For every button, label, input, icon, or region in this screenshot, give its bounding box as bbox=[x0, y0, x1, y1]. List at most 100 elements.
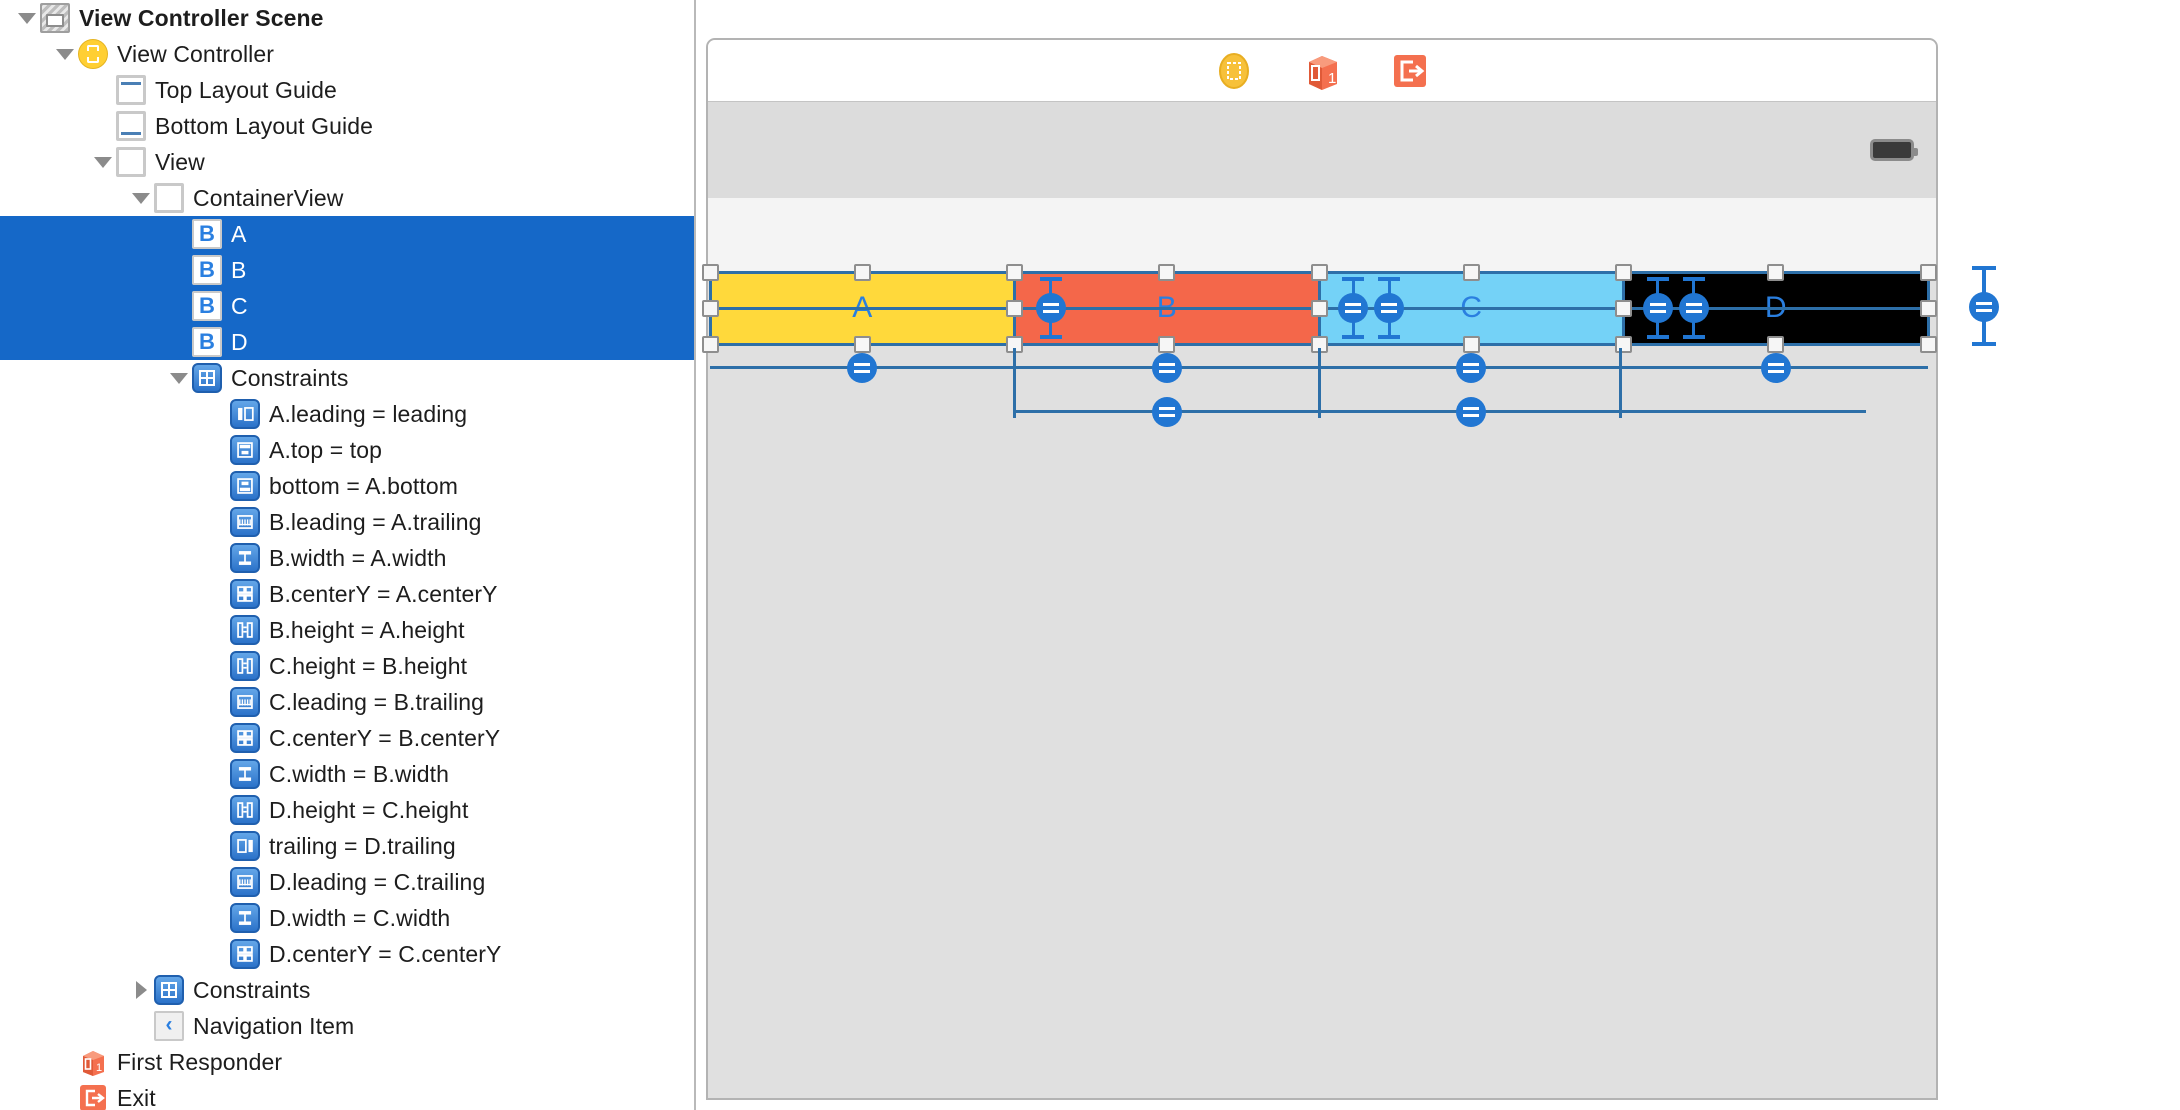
constraint-align-centery-icon bbox=[230, 939, 260, 969]
equal-constraint-badge[interactable] bbox=[1456, 353, 1487, 383]
disclosure-triangle bbox=[166, 288, 192, 324]
constraint-horizontal-space-icon bbox=[230, 867, 260, 897]
outline-row-label: A.top = top bbox=[269, 436, 382, 463]
outline-row-d-centery-c-centery[interactable]: D.centerY = C.centerY bbox=[0, 936, 694, 972]
constraint-tick bbox=[1317, 348, 1321, 418]
view-controller-icon[interactable] bbox=[1213, 50, 1255, 92]
canvas-view-label: D bbox=[1764, 291, 1787, 324]
disclosure-triangle[interactable] bbox=[128, 972, 154, 1008]
outline-row-c-leading-b-trailing[interactable]: C.leading = B.trailing bbox=[0, 684, 694, 720]
canvas-view-b[interactable]: B bbox=[1014, 272, 1319, 344]
constraint-align-centery-icon bbox=[230, 723, 260, 753]
constraint-top-icon bbox=[230, 435, 260, 465]
equal-constraint-badge[interactable] bbox=[1760, 353, 1791, 383]
outline-row-label: View Controller Scene bbox=[79, 4, 324, 31]
battery-icon bbox=[1870, 139, 1918, 161]
container-view-icon bbox=[154, 183, 184, 213]
outline-row-b-width-a-width[interactable]: B.width = A.width bbox=[0, 540, 694, 576]
outline-row-top-layout-guide[interactable]: Top Layout Guide bbox=[0, 72, 694, 108]
outline-row-label: trailing = D.trailing bbox=[269, 832, 456, 859]
outline-row-view-controller-scene[interactable]: View Controller Scene bbox=[0, 0, 694, 36]
outline-row-view-controller[interactable]: View Controller bbox=[0, 36, 694, 72]
equal-constraint-badge[interactable] bbox=[1151, 353, 1182, 383]
exit-icon[interactable] bbox=[1389, 50, 1431, 92]
outline-row-containerview[interactable]: ContainerView bbox=[0, 180, 694, 216]
first-responder-icon[interactable]: 1 bbox=[1301, 50, 1343, 92]
content-top-gap bbox=[708, 198, 1936, 272]
outline-row-label: D.width = C.width bbox=[269, 904, 451, 931]
disclosure-triangle[interactable] bbox=[166, 360, 192, 396]
outline-row-b-leading-a-trailing[interactable]: B.leading = A.trailing bbox=[0, 504, 694, 540]
outline-row-d-leading-c-trailing[interactable]: D.leading = C.trailing bbox=[0, 864, 694, 900]
equal-constraint-badge[interactable] bbox=[1151, 397, 1182, 427]
constraint-tick bbox=[1013, 348, 1016, 418]
outline-row-c-centery-b-centery[interactable]: C.centerY = B.centerY bbox=[0, 720, 694, 756]
disclosure-triangle[interactable] bbox=[14, 0, 40, 36]
disclosure-triangle[interactable] bbox=[90, 144, 116, 180]
outline-row-label: C.width = B.width bbox=[269, 760, 450, 787]
outline-row-label: B.width = A.width bbox=[269, 544, 447, 571]
outline-row-label: C.leading = B.trailing bbox=[269, 688, 485, 715]
constraint-tick bbox=[1619, 348, 1622, 418]
disclosure-triangle bbox=[204, 864, 230, 900]
constraint-equal-width-icon bbox=[230, 759, 260, 789]
scene-icon bbox=[40, 3, 70, 33]
disclosure-triangle bbox=[128, 1008, 154, 1044]
constraint-rail bbox=[710, 366, 1928, 369]
svg-text:1: 1 bbox=[96, 1062, 102, 1074]
outline-row-a-top-top[interactable]: A.top = top bbox=[0, 432, 694, 468]
disclosure-triangle bbox=[166, 252, 192, 288]
outline-row-label: bottom = A.bottom bbox=[269, 472, 459, 499]
constraint-rail bbox=[1014, 410, 1866, 413]
constraint-equal-width-icon bbox=[230, 903, 260, 933]
outline-row-b-height-a-height[interactable]: B.height = A.height bbox=[0, 612, 694, 648]
outline-row-navigation-item[interactable]: ‹Navigation Item bbox=[0, 1008, 694, 1044]
equal-constraint-badge[interactable] bbox=[1456, 397, 1487, 427]
disclosure-triangle bbox=[90, 108, 116, 144]
canvas-view-d[interactable]: D bbox=[1623, 272, 1928, 344]
disclosure-triangle bbox=[204, 432, 230, 468]
outline-row-view[interactable]: View bbox=[0, 144, 694, 180]
constraint-trailing-icon bbox=[230, 831, 260, 861]
device-status-bar bbox=[708, 102, 1936, 198]
outline-row-constraints[interactable]: Constraints bbox=[0, 360, 694, 396]
scene-navigation-bar: 1 bbox=[708, 40, 1936, 102]
outline-row-label: Constraints bbox=[231, 364, 349, 391]
canvas-view-c[interactable]: C bbox=[1319, 272, 1624, 344]
disclosure-triangle bbox=[204, 504, 230, 540]
disclosure-triangle bbox=[204, 936, 230, 972]
equal-constraint-badge[interactable] bbox=[847, 353, 878, 383]
outline-row-c-width-b-width[interactable]: C.width = B.width bbox=[0, 756, 694, 792]
outline-row-c-height-b-height[interactable]: C.height = B.height bbox=[0, 648, 694, 684]
disclosure-triangle bbox=[204, 828, 230, 864]
outline-row-d-width-c-width[interactable]: D.width = C.width bbox=[0, 900, 694, 936]
outline-row-d-height-c-height[interactable]: D.height = C.height bbox=[0, 792, 694, 828]
disclosure-triangle[interactable] bbox=[128, 180, 154, 216]
outline-row-label: B.height = A.height bbox=[269, 616, 465, 643]
outline-row-b-centery-a-centery[interactable]: B.centerY = A.centerY bbox=[0, 576, 694, 612]
navigation-item-icon: ‹ bbox=[154, 1011, 184, 1041]
outline-row-label: B.leading = A.trailing bbox=[269, 508, 482, 535]
outline-row-bottom-layout-guide[interactable]: Bottom Layout Guide bbox=[0, 108, 694, 144]
outline-row-bottom-a-bottom[interactable]: bottom = A.bottom bbox=[0, 468, 694, 504]
outline-row-a-leading-leading[interactable]: A.leading = leading bbox=[0, 396, 694, 432]
disclosure-triangle bbox=[204, 756, 230, 792]
canvas-view-a[interactable]: A bbox=[710, 272, 1015, 344]
outline-row-constraints[interactable]: Constraints bbox=[0, 972, 694, 1008]
disclosure-triangle bbox=[204, 792, 230, 828]
outline-row-trailing-d-trailing[interactable]: trailing = D.trailing bbox=[0, 828, 694, 864]
view-controller-icon bbox=[78, 39, 108, 69]
outline-row-exit[interactable]: Exit bbox=[0, 1080, 694, 1110]
outline-row-label: D bbox=[231, 328, 248, 355]
disclosure-triangle[interactable] bbox=[52, 36, 78, 72]
